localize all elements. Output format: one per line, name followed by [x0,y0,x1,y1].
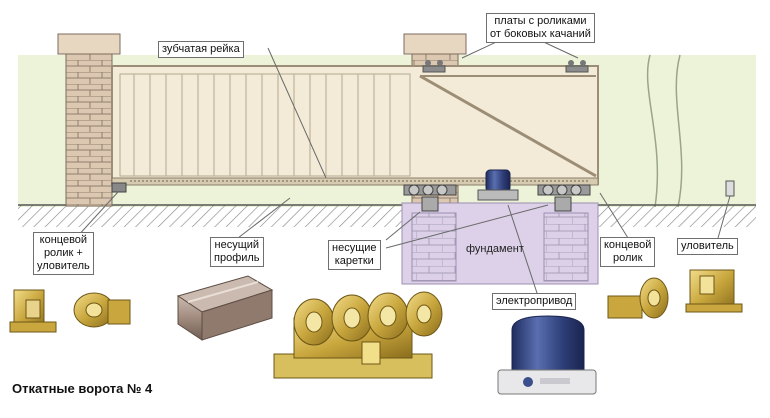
end-roller-left [111,182,127,193]
label-rack: зубчатая рейка [158,41,244,58]
leader-lines [75,30,731,297]
foundation [401,202,599,285]
carriages-on-gate [403,184,591,212]
left-pillar [57,33,121,207]
label-drive-text: электропривод [496,295,573,307]
label-erc-line-2: ролик + [43,247,83,259]
label-car-line-2: каретки [334,255,374,267]
gate-panel [111,65,599,186]
drive-detail [497,315,597,395]
top-plates [422,60,589,73]
label-rack-text: зубчатая рейка [162,43,240,55]
label-plates-line-2: от боковых качаний [490,28,591,40]
label-er-line-2: ролик [613,252,643,264]
ground [18,205,756,227]
catcher-post [725,180,735,197]
label-plates-line-1: платы с роликами [494,15,587,27]
label-end-roller-catcher: концевой ролик + уловитель [33,232,94,275]
label-car-line-1: несущие [332,242,377,254]
motor-on-gate [477,169,519,201]
label-bearing-profile: несущий профиль [210,237,264,267]
label-drive: электропривод [492,293,577,310]
label-carriages: несущие каретки [328,240,381,270]
roller-catcher-detail-left [9,289,131,333]
label-end-roller: концевой ролик [600,237,656,267]
label-erc-line-1: концевой [39,234,88,246]
bearing-profile-detail [176,275,274,341]
label-erc-line-3: уловитель [37,260,90,272]
label-foundation: фундамент [466,243,524,255]
label-plates: платы с роликами от боковых качаний [486,13,595,43]
road-curve [646,54,659,208]
roller-catcher-detail-right [607,269,743,319]
label-catcher: уловитель [677,238,738,255]
carriage-detail [273,291,443,379]
label-er-line-1: концевой [604,239,652,251]
label-catcher-text: уловитель [681,240,734,252]
label-bp-line-2: профиль [214,252,260,264]
label-bp-line-1: несущий [214,239,260,251]
caption: Откатные ворота № 4 [12,381,153,396]
label-foundation-text: фундамент [466,243,524,255]
